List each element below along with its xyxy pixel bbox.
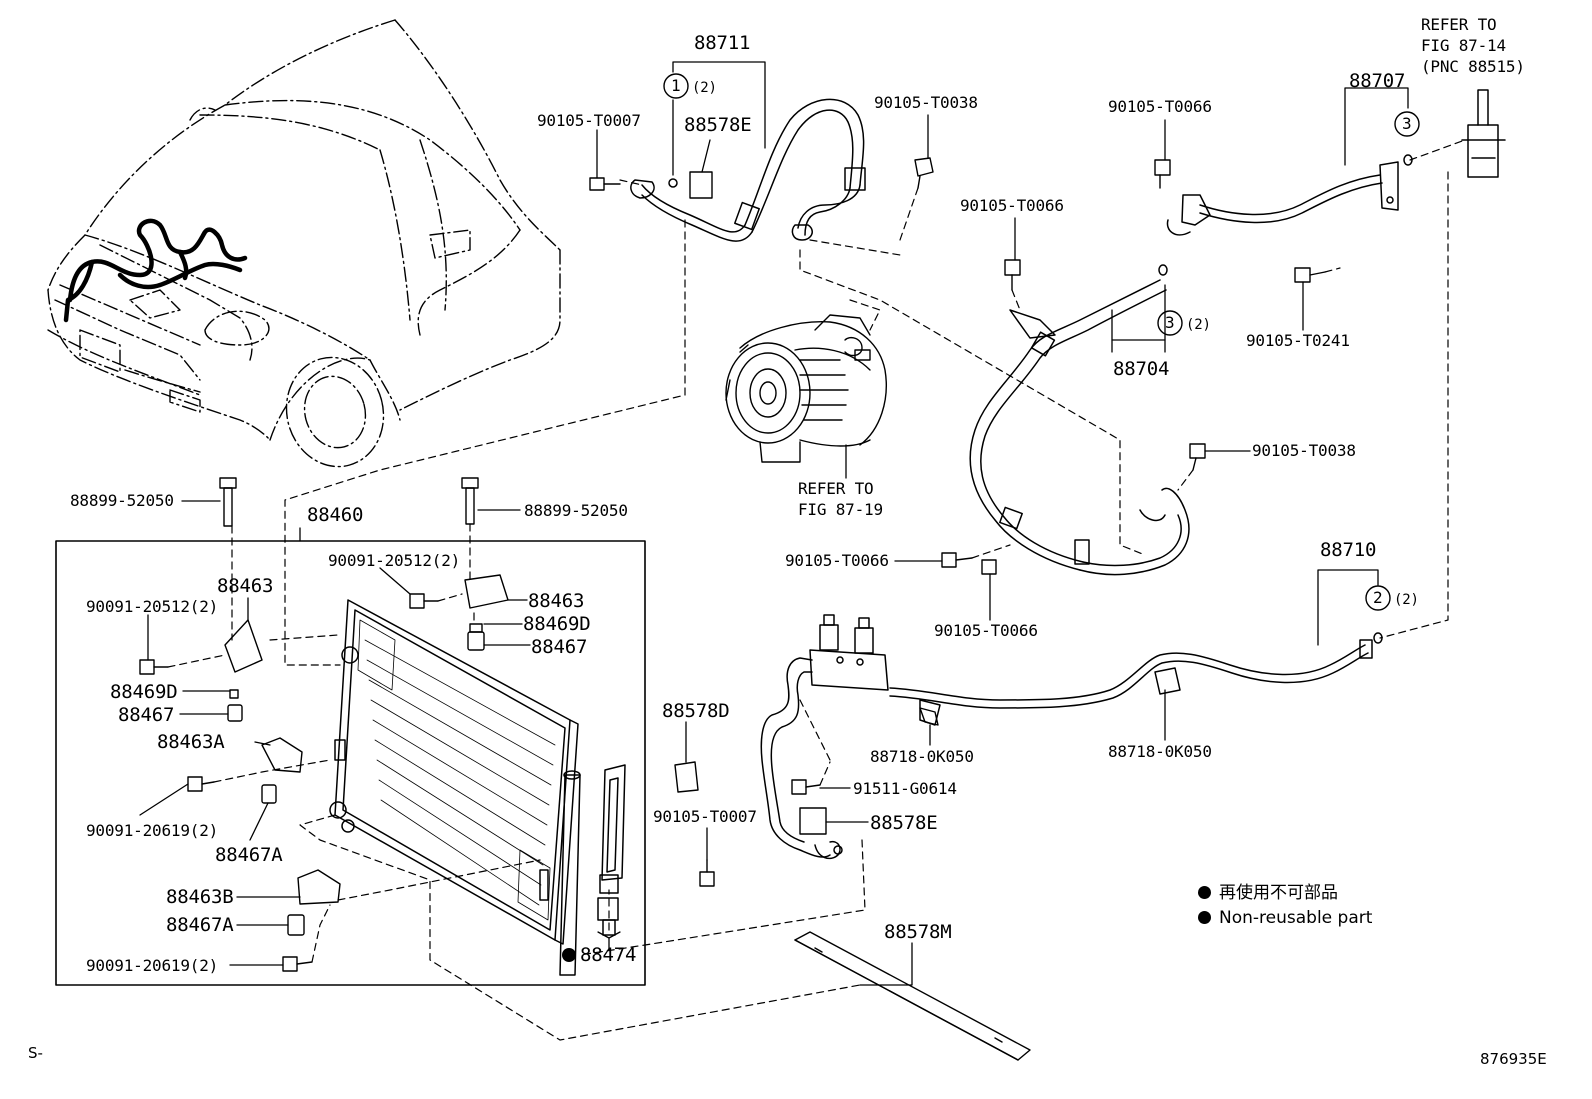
leader-dashed bbox=[167, 139, 1466, 1041]
non-reusable-dot bbox=[1198, 911, 1211, 924]
fasteners bbox=[139, 157, 1326, 1061]
label-88467A-bottom: 88467A bbox=[166, 914, 234, 936]
label-90105-T0066-lower-left: 90105-T0066 bbox=[785, 551, 889, 570]
label-88578E-bottom: 88578E bbox=[870, 812, 938, 834]
label-88578E-top: 88578E bbox=[684, 114, 752, 136]
label-88718-0K050-left: 88718-0K050 bbox=[870, 747, 974, 766]
expansion-valve bbox=[1461, 89, 1506, 178]
label-88460: 88460 bbox=[307, 504, 364, 526]
label-90091-20619-bottom: 90091-20619(2) bbox=[86, 956, 219, 975]
label-88704: 88704 bbox=[1113, 358, 1170, 380]
refer-to-mid-line2: FIG 87-19 bbox=[798, 500, 883, 519]
label-88463-right: 88463 bbox=[528, 590, 585, 612]
label-90091-20512-left: 90091-20512(2) bbox=[86, 597, 219, 616]
label-90105-T0066-lower: 90105-T0066 bbox=[934, 621, 1038, 640]
hose-88704 bbox=[969, 264, 1190, 576]
legend-english: Non-reusable part bbox=[1198, 908, 1372, 928]
wire-harness bbox=[63, 218, 248, 323]
label-90105-T0241: 90105-T0241 bbox=[1246, 331, 1350, 350]
pipe-88707 bbox=[1166, 154, 1413, 236]
pipe-88710 bbox=[889, 632, 1383, 726]
label-90105-T0066-mid: 90105-T0066 bbox=[960, 196, 1064, 215]
label-91511-G0614: 91511-G0614 bbox=[853, 779, 957, 798]
circle-2-number: 2 bbox=[1373, 588, 1383, 607]
label-88469D-left: 88469D bbox=[110, 681, 178, 703]
label-88463A: 88463A bbox=[157, 731, 225, 753]
non-reusable-marker bbox=[562, 948, 576, 962]
condenser-frame-box bbox=[55, 540, 646, 986]
label-90091-20619-top: 90091-20619(2) bbox=[86, 821, 219, 840]
label-88463-left: 88463 bbox=[217, 575, 274, 597]
label-88469D-right: 88469D bbox=[523, 613, 591, 635]
label-90105-T0038-right: 90105-T0038 bbox=[1252, 441, 1356, 460]
refer-to-top-line3: (PNC 88515) bbox=[1421, 57, 1525, 76]
legend-japanese: 再使用不可部品 bbox=[1198, 883, 1338, 903]
label-88710: 88710 bbox=[1320, 539, 1377, 561]
label-88467-right: 88467 bbox=[531, 636, 588, 658]
label-88711: 88711 bbox=[694, 32, 751, 54]
label-88899-52050-left: 88899-52050 bbox=[70, 491, 174, 510]
refer-to-top-line2: FIG 87-14 bbox=[1421, 36, 1506, 55]
label-90105-T0066-top: 90105-T0066 bbox=[1108, 97, 1212, 116]
circle-1-number: 1 bbox=[671, 76, 681, 95]
label-88578D: 88578D bbox=[662, 700, 730, 722]
refer-to-top-line1: REFER TO bbox=[1421, 15, 1497, 34]
reference-circles bbox=[663, 73, 1420, 611]
label-90105-T0007-bottom: 90105-T0007 bbox=[653, 807, 757, 826]
label-88899-52050-right: 88899-52050 bbox=[524, 501, 628, 520]
non-reusable-dot bbox=[1198, 886, 1211, 899]
compressor bbox=[725, 314, 887, 463]
label-88467-left: 88467 bbox=[118, 704, 175, 726]
label-88463B: 88463B bbox=[166, 886, 234, 908]
corner-code-left: S- bbox=[28, 1044, 43, 1062]
vehicle-outline bbox=[47, 19, 561, 468]
condenser bbox=[329, 599, 626, 976]
figure-code: 876935E bbox=[1480, 1050, 1547, 1068]
receiver-block bbox=[760, 614, 889, 860]
label-90091-20512-top: 90091-20512(2) bbox=[328, 551, 461, 570]
label-88467A-top: 88467A bbox=[215, 844, 283, 866]
legend-japanese-text: 再使用不可部品 bbox=[1219, 883, 1338, 903]
label-88578M: 88578M bbox=[884, 921, 952, 943]
label-88718-0K050-right: 88718-0K050 bbox=[1108, 742, 1212, 761]
circle-3-number-top: 3 bbox=[1402, 114, 1412, 133]
circle-3-qty: (2) bbox=[1186, 317, 1211, 333]
label-88707: 88707 bbox=[1349, 70, 1406, 92]
refer-to-mid-line1: REFER TO bbox=[798, 479, 874, 498]
legend-english-text: Non-reusable part bbox=[1219, 908, 1373, 928]
hose-88711 bbox=[630, 98, 866, 242]
circle-1-qty: (2) bbox=[692, 80, 717, 96]
circle-3-number-mid: 3 bbox=[1165, 313, 1175, 332]
label-90105-T0007-top: 90105-T0007 bbox=[537, 111, 641, 130]
label-88474: 88474 bbox=[580, 944, 637, 966]
leader-solid bbox=[139, 61, 1409, 986]
circle-2-qty: (2) bbox=[1394, 592, 1419, 608]
label-90105-T0038-top: 90105-T0038 bbox=[874, 93, 978, 112]
